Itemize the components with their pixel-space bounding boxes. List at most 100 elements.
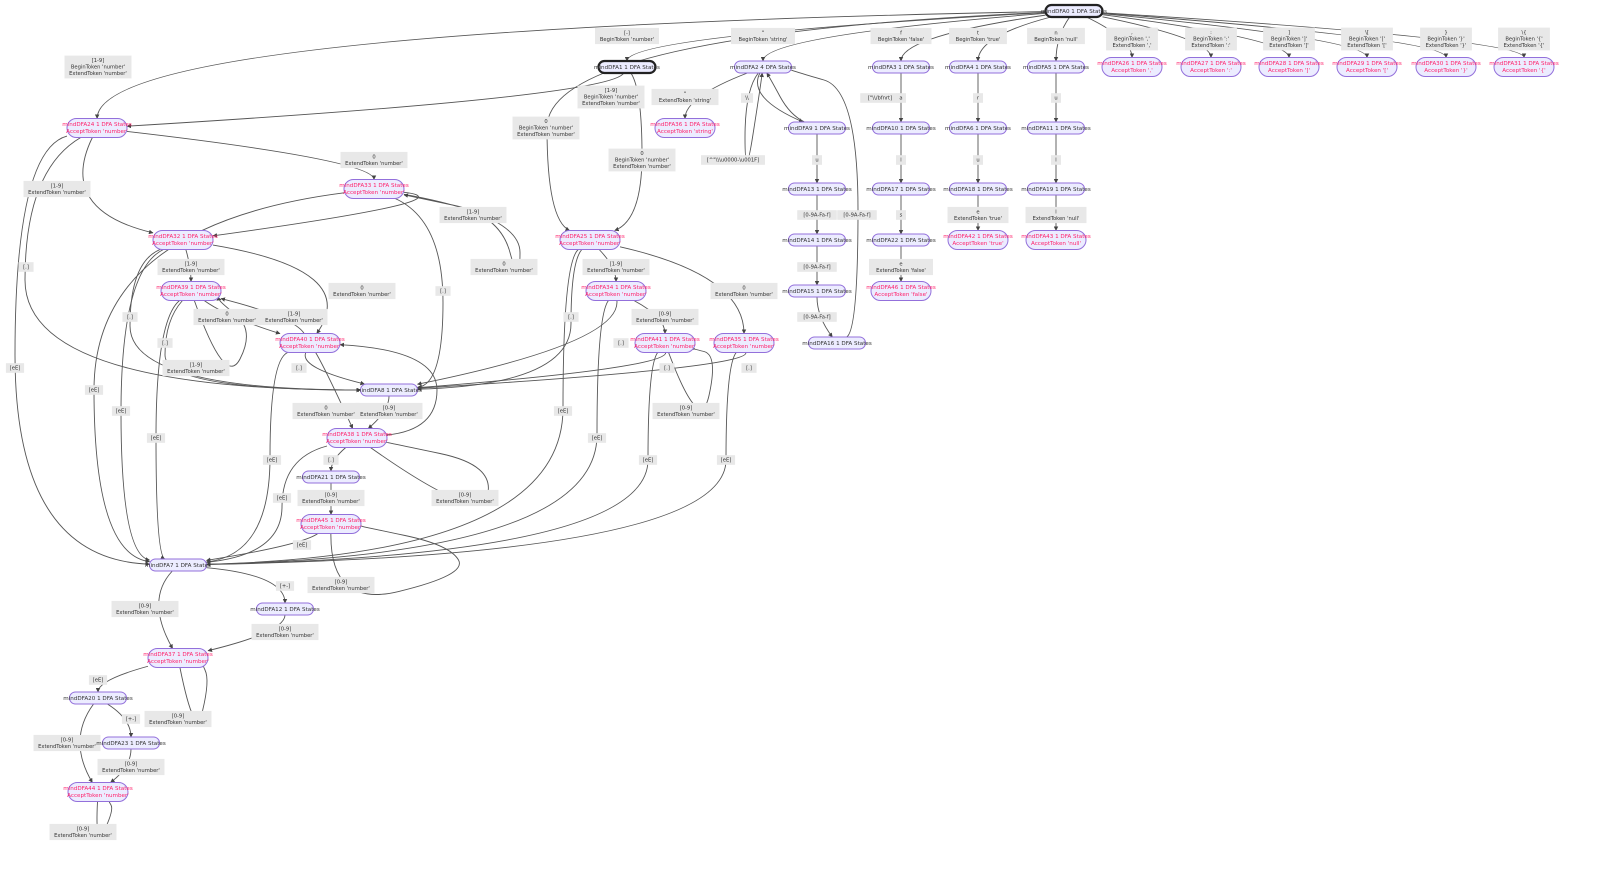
- edge-label-bg: [731, 27, 795, 45]
- edge-label-bg: [328, 282, 396, 300]
- state-box: [788, 233, 846, 247]
- edge-label-text: BeginToken '[': [1349, 37, 1385, 43]
- edge-label-bg: [1025, 206, 1087, 224]
- edge-label-bg: [144, 710, 212, 728]
- state-box: [1336, 57, 1398, 77]
- edge-label-text: [eE]: [297, 543, 308, 549]
- edge-label-bg: [307, 576, 375, 594]
- state-box: [734, 60, 792, 74]
- state-name: mindDFA39 1 DFA States: [156, 285, 226, 291]
- state-box: [808, 336, 866, 350]
- edge-label-bg: [470, 258, 538, 276]
- dfa-state-d23: mindDFA23 1 DFA States: [96, 736, 166, 750]
- state-box: [1027, 121, 1085, 135]
- edge-label-text: [0-9]: [325, 492, 338, 498]
- edge-label-text: ExtendToken 'number': [302, 499, 360, 505]
- state-name: mindDFA1 1 DFA States: [594, 65, 660, 71]
- edge-label-text: [eE]: [592, 436, 603, 442]
- edge-label: [0-9]ExtendToken 'number': [307, 576, 375, 594]
- edge-label-text: [.]: [440, 289, 446, 295]
- edge-d0-d31: [1102, 12, 1527, 58]
- edge-label-text: l: [900, 158, 901, 164]
- edge-label-bg: [5, 363, 25, 373]
- edge-label-text: [eE]: [721, 458, 732, 464]
- dfa-state-d21: mindDFA21 1 DFA States: [296, 470, 366, 484]
- state-accept-token: AcceptToken 'number': [147, 659, 209, 665]
- edge-label-text: 0: [360, 285, 363, 291]
- edge-label-text: ExtendToken 'number': [657, 412, 715, 418]
- state-box: [279, 333, 341, 353]
- edge-label: [eE]: [84, 385, 104, 395]
- state-box: [597, 59, 657, 75]
- state-name: mindDFA11 1 DFA States: [1021, 126, 1091, 132]
- edge-label-text: ExtendToken 'number': [517, 132, 575, 138]
- state-box: [949, 60, 1007, 74]
- edge-label: [0-9]ExtendToken 'number': [355, 402, 423, 420]
- state-box: [872, 182, 930, 196]
- edge-label: [.]: [435, 286, 451, 296]
- edge-label-text: [.]: [296, 366, 302, 372]
- edge-label: [0-9A-Fa-f]: [797, 312, 837, 322]
- state-box: [872, 60, 930, 74]
- state-accept-token: AcceptToken 'number': [67, 793, 129, 799]
- state-box: [256, 602, 314, 616]
- edge-label-text: ExtendToken 'true': [954, 216, 1002, 222]
- state-box: [713, 333, 775, 353]
- state-box: [1415, 57, 1477, 77]
- edge-label: [eE]: [146, 433, 166, 443]
- edge-label-text: ExtendToken 'number': [69, 71, 127, 77]
- dfa-state-d8: mindDFA8 1 DFA States: [356, 383, 422, 397]
- edge-d33-d7: [93, 192, 345, 564]
- edge-label-text: ExtendToken 'number': [587, 268, 645, 274]
- state-box: [1025, 230, 1087, 250]
- edge-label: [-]BeginToken 'number': [595, 27, 659, 45]
- edge-label-text: [eE]: [10, 366, 21, 372]
- edge-label-text: 0: [544, 119, 547, 125]
- state-box: [1493, 57, 1555, 77]
- edge-label-text: [.]: [23, 265, 29, 271]
- edge-label-bg: [275, 581, 295, 591]
- edge-label-bg: [23, 180, 91, 198]
- edge-d38-d40: [339, 342, 438, 436]
- edge-label-bg: [1498, 27, 1550, 51]
- dfa-state-d11: mindDFA11 1 DFA States: [1021, 121, 1091, 135]
- edge-label-text: 0: [640, 151, 643, 157]
- state-box: [66, 118, 128, 138]
- edge-label-text: \[: [1365, 30, 1369, 36]
- edge-label-bg: [797, 262, 837, 272]
- state-accept-token: AcceptToken 'number': [279, 344, 341, 350]
- state-name: mindDFA12 1 DFA States: [250, 607, 320, 613]
- edge-label-text: ExtendToken 'number': [54, 833, 112, 839]
- state-name: mindDFA40 1 DFA States: [275, 337, 345, 343]
- edge-label: [+-]: [275, 581, 295, 591]
- state-box: [559, 230, 621, 250]
- edge-label-bg: [797, 312, 837, 322]
- edge-d24-d32: [82, 137, 154, 235]
- edge-label-bg: [949, 27, 1007, 45]
- edge-label: [1-9]ExtendToken 'number': [582, 258, 650, 276]
- dfa-state-d22: mindDFA22 1 DFA States: [866, 233, 936, 247]
- edge-label: [.]: [659, 363, 675, 373]
- state-name: mindDFA17 1 DFA States: [866, 187, 936, 193]
- edge-d41-d8: [417, 352, 667, 390]
- state-box: [300, 514, 362, 534]
- state-name: mindDFA41 1 DFA States: [630, 337, 700, 343]
- state-name: mindDFA20 1 DFA States: [63, 696, 133, 702]
- edge-d38-d7: [206, 445, 328, 565]
- state-name: mindDFA23 1 DFA States: [96, 741, 166, 747]
- edge-label-bg: [710, 282, 778, 300]
- edge-label-bg: [157, 338, 173, 348]
- state-accept-token: AcceptToken 'number': [585, 292, 647, 298]
- edge-d0-d27: [1102, 16, 1214, 58]
- edge-label: [0-9]ExtendToken 'number': [631, 308, 699, 326]
- state-accept-token: AcceptToken '{': [1502, 68, 1545, 74]
- edge-label-text: ExtendToken 'number': [265, 318, 323, 324]
- edge-label-text: [1-9]: [185, 261, 198, 267]
